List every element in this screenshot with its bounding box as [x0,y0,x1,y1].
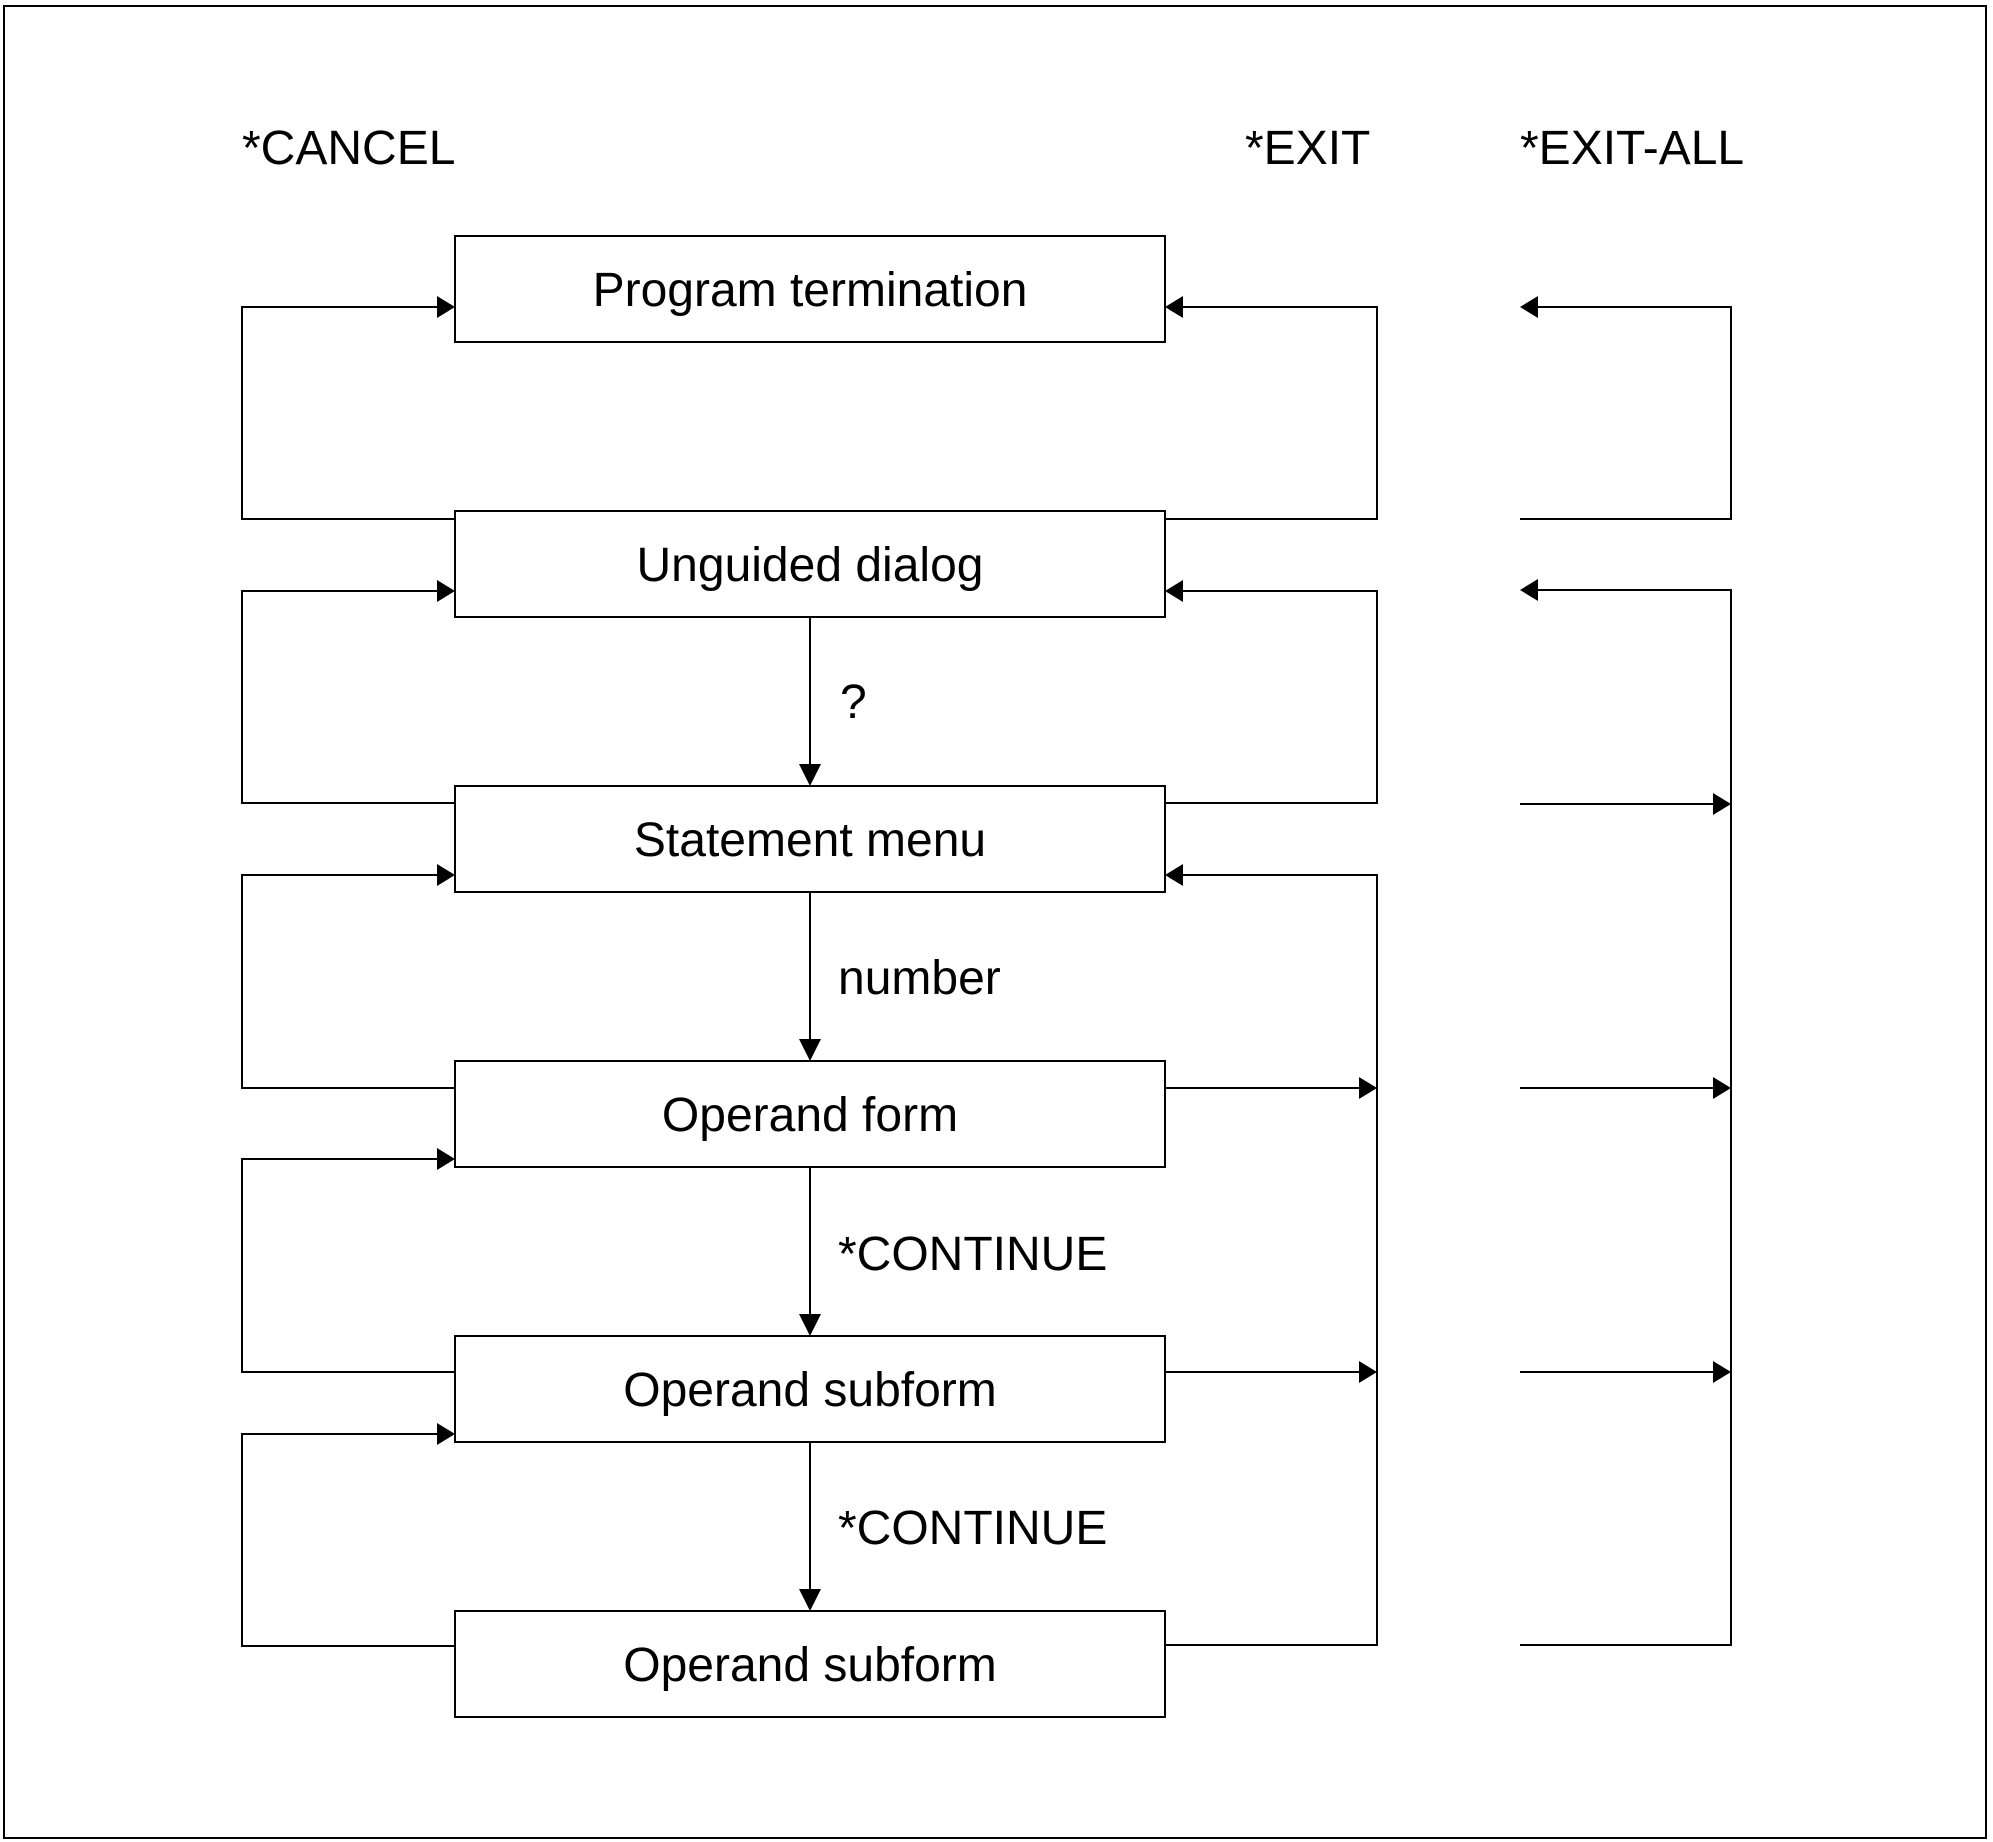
arrow-down-number [799,892,821,1061]
cancel-loop-4 [241,1148,455,1373]
flow-label-number: number [838,952,1001,1005]
exit-all-collector [1520,579,1732,1646]
arrow-down-continue-2 [799,1442,821,1611]
exit-feed-operand-form [1165,1077,1377,1099]
box-label: Statement menu [634,814,986,867]
cancel-loop-5 [241,1423,455,1647]
exit-all-feed-statement-menu [1520,793,1731,815]
cancel-loop-2 [241,580,455,804]
box-unguided-dialog: Unguided dialog [454,510,1166,618]
box-operand-subform-2: Operand subform [454,1610,1166,1718]
arrow-down-continue-1 [799,1167,821,1336]
outer-frame [3,5,1987,1839]
cancel-loop-3 [241,864,455,1089]
exit-feed-operand-subform [1165,1361,1377,1383]
header-cancel: *CANCEL [242,122,455,175]
flow-label-continue-1: *CONTINUE [838,1228,1107,1281]
box-label: Operand subform [623,1364,997,1417]
box-label: Program termination [593,264,1028,317]
cancel-loop-1 [241,296,455,520]
box-label: Operand subform [623,1639,997,1692]
arrow-down-question [799,617,821,786]
exit-loop-2 [1165,580,1378,804]
flow-label-question: ? [840,676,867,729]
box-label: Unguided dialog [637,539,984,592]
box-operand-form: Operand form [454,1060,1166,1168]
header-exit-all: *EXIT-ALL [1520,122,1744,175]
flow-label-continue-2: *CONTINUE [838,1502,1107,1555]
exit-all-loop-1 [1520,296,1732,520]
box-operand-subform-1: Operand subform [454,1335,1166,1443]
exit-all-feed-operand-form [1520,1077,1731,1099]
header-exit: *EXIT [1245,122,1370,175]
exit-collector [1165,864,1378,1646]
exit-all-feed-operand-subform [1520,1361,1731,1383]
box-statement-menu: Statement menu [454,785,1166,893]
box-label: Operand form [662,1089,958,1142]
exit-loop-1 [1165,296,1378,520]
box-program-termination: Program termination [454,235,1166,343]
